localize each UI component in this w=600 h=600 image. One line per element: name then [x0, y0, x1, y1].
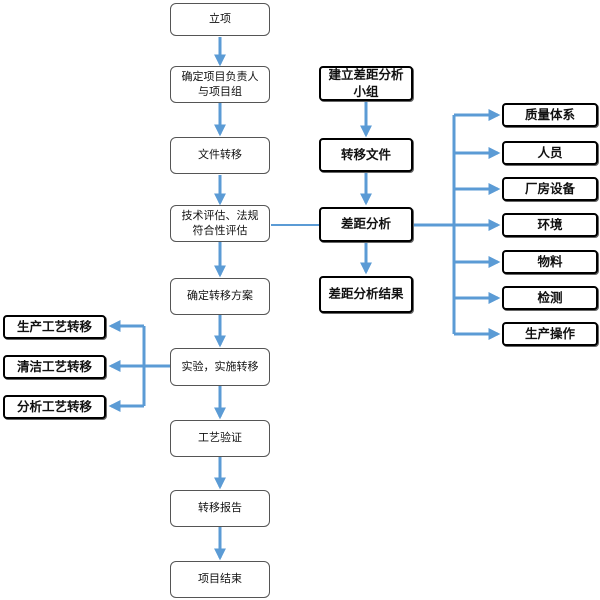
- transfer-analysis-process: 分析工艺转移: [3, 395, 106, 419]
- gap-transfer-files: 转移文件: [319, 138, 413, 172]
- factor-facility-equipment: 厂房设备: [502, 177, 598, 201]
- step-process-validation: 工艺验证: [170, 420, 270, 457]
- step-determine-transfer-plan: 确定转移方案: [170, 278, 270, 315]
- transfer-cleaning-process: 清洁工艺转移: [3, 355, 106, 379]
- step-file-transfer: 文件转移: [170, 137, 270, 174]
- transfer-production-process: 生产工艺转移: [3, 315, 106, 339]
- gap-analysis-result: 差距分析结果: [319, 276, 413, 313]
- factor-quality-system: 质量体系: [502, 103, 598, 127]
- step-transfer-report: 转移报告: [170, 490, 270, 527]
- factor-materials: 物料: [502, 250, 598, 274]
- gap-establish-team: 建立差距分析小组: [319, 66, 413, 101]
- step-technical-regulatory-assessment: 技术评估、法规符合性评估: [170, 205, 270, 242]
- step-experiment-implement-transfer: 实验，实施转移: [170, 348, 270, 386]
- gap-analysis: 差距分析: [319, 207, 413, 242]
- step-project-closure: 项目结束: [170, 561, 270, 598]
- factor-testing: 检测: [502, 286, 598, 310]
- factor-production-operation: 生产操作: [502, 322, 598, 346]
- factor-personnel: 人员: [502, 141, 598, 165]
- step-assign-project-team: 确定项目负责人与项目组: [170, 66, 270, 103]
- factor-environment: 环境: [502, 213, 598, 237]
- step-project-initiation: 立项: [170, 3, 270, 36]
